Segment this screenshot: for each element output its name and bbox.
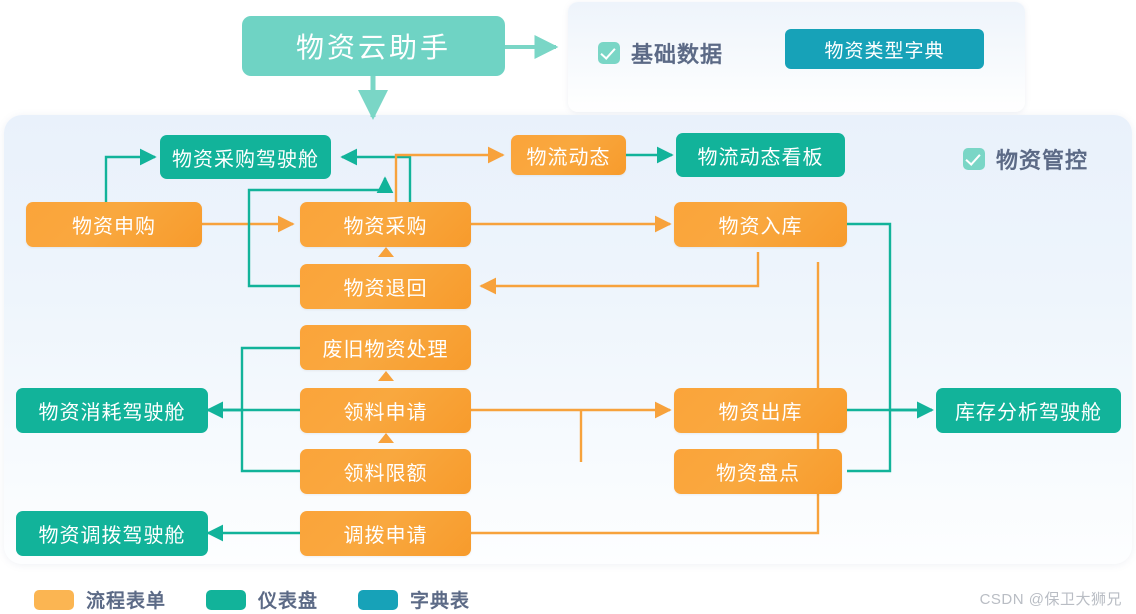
node-inbound[interactable]: 物资入库 xyxy=(674,202,847,247)
basic-data-label-group: 基础数据 xyxy=(598,37,723,69)
arrow-up-picklimit xyxy=(378,433,394,443)
legend: 流程表单 仪表盘 字典表 xyxy=(34,586,510,613)
legend-swatch-form xyxy=(34,589,74,610)
node-stocktake[interactable]: 物资盘点 xyxy=(674,449,842,494)
node-cockpit-purchase[interactable]: 物资采购驾驶舱 xyxy=(160,135,331,179)
legend-item: 流程表单 xyxy=(34,586,166,613)
legend-item: 仪表盘 xyxy=(206,586,318,613)
node-transfer-request[interactable]: 调拨申请 xyxy=(300,511,471,556)
node-title-assistant[interactable]: 物资云助手 xyxy=(242,16,505,76)
node-logistics-status[interactable]: 物流动态 xyxy=(511,135,626,175)
legend-item: 字典表 xyxy=(358,586,470,613)
legend-label-dictionary: 字典表 xyxy=(410,591,471,612)
node-purchase[interactable]: 物资采购 xyxy=(300,202,471,247)
node-pick-request[interactable]: 领料申请 xyxy=(300,388,471,433)
legend-label-form: 流程表单 xyxy=(86,591,167,612)
material-control-label-group: 物资管控 xyxy=(963,143,1088,175)
material-control-label: 物资管控 xyxy=(996,148,1089,173)
arrow-up-purchase xyxy=(378,247,394,257)
legend-swatch-dictionary xyxy=(358,589,399,610)
node-scrap-disposal[interactable]: 废旧物资处理 xyxy=(300,325,471,370)
basic-data-label: 基础数据 xyxy=(631,42,724,67)
node-return[interactable]: 物资退回 xyxy=(300,264,471,309)
material-control-panel xyxy=(4,115,1132,564)
arrow-up-scrap xyxy=(378,371,394,381)
node-outbound[interactable]: 物资出库 xyxy=(674,388,847,433)
node-pick-limit[interactable]: 领料限额 xyxy=(300,449,471,494)
node-cockpit-stock-analysis[interactable]: 库存分析驾驶舱 xyxy=(936,388,1121,433)
node-cockpit-consumption[interactable]: 物资消耗驾驶舱 xyxy=(16,388,208,433)
node-material-type-dictionary[interactable]: 物资类型字典 xyxy=(785,29,984,69)
checkbox-icon[interactable] xyxy=(963,148,985,170)
node-cockpit-transfer[interactable]: 物资调拨驾驶舱 xyxy=(16,511,208,556)
checkbox-icon[interactable] xyxy=(598,42,620,64)
node-logistics-board[interactable]: 物流动态看板 xyxy=(676,133,845,177)
watermark: CSDN @保卫大狮兄 xyxy=(979,591,1122,608)
legend-label-dashboard: 仪表盘 xyxy=(258,591,319,612)
node-requisition[interactable]: 物资申购 xyxy=(26,202,202,247)
legend-swatch-dashboard xyxy=(206,589,247,610)
